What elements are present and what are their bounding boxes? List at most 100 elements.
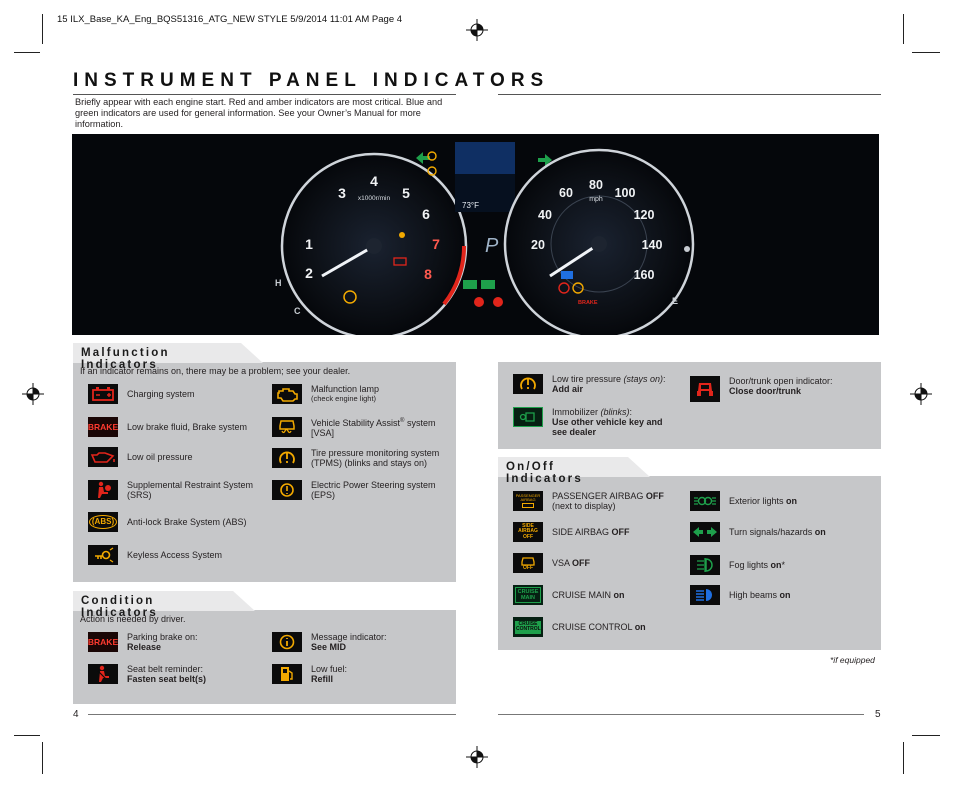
indicator-note: [VSA] <box>311 428 335 438</box>
abs-icon-text: (ABS) <box>88 515 118 529</box>
outside-temp: 73°F <box>462 201 479 210</box>
speed-numbers: 20 40 60 80 100 120 140 160 <box>531 178 662 282</box>
exterior-lights-icon <box>690 491 720 511</box>
tach-number: 3 <box>338 185 346 201</box>
indicator-label: Low tire pressure <box>552 374 624 384</box>
speed-number: 20 <box>531 238 545 252</box>
indicator-label-tail: : <box>663 374 666 384</box>
brake-icon-text: BRAKE <box>88 422 118 432</box>
page-title: INSTRUMENT PANEL INDICATORS <box>73 70 550 91</box>
indicator-check-engine: Malfunction lamp (check engine light) <box>272 384 379 404</box>
srs-airbag-icon <box>88 480 118 500</box>
indicator-action: Refill <box>311 674 334 684</box>
indicator-note: (TPMS) (blinks and stays on) <box>311 458 428 468</box>
speed-hub <box>591 236 607 252</box>
indicator-vsa: Vehicle Stability Assist® system [VSA] <box>272 416 435 438</box>
abs-glyph <box>572 282 584 294</box>
vsa-off-icon: OFF <box>513 553 543 573</box>
indicator-state: OFF <box>572 558 591 568</box>
instrument-cluster-drawing: 2 1 3 4 5 6 7 8 x1000r/min C H 73°F P <box>275 142 695 335</box>
keyless-glyph <box>399 232 405 238</box>
indicator-label: VSA <box>552 558 573 568</box>
intro-text: Briefly appear with each engine start. R… <box>75 97 443 129</box>
tpms-icon <box>272 448 302 468</box>
indicator-low-fuel: Low fuel: Refill <box>272 664 347 684</box>
instrument-cluster-image: 2 1 3 4 5 6 7 8 x1000r/min C H 73°F P <box>72 134 879 335</box>
right-turn-glyph <box>538 154 552 166</box>
indicator-fog-lights: Fog lights on* <box>690 555 785 575</box>
speed-number: 140 <box>642 238 663 252</box>
indicator-label: Electric Power Steering system <box>311 480 436 490</box>
brake-glyph <box>558 282 570 294</box>
turn-signal-icon <box>690 522 720 542</box>
speed-number: 60 <box>559 186 573 200</box>
icon-text: SIDE AIRBAG OFF <box>518 522 538 540</box>
speed-needle <box>549 242 600 278</box>
left-turn-glyph <box>416 152 430 164</box>
speed-number: 100 <box>615 186 636 200</box>
tach-number: 2 <box>305 265 313 281</box>
onoff-heading: On/Off Indicators <box>498 457 650 485</box>
fuel-glyph <box>684 246 690 252</box>
indicator-state: on <box>779 590 791 600</box>
seatbelt-icon <box>88 664 118 684</box>
indicator-oil-pressure: Low oil pressure <box>88 447 193 467</box>
battery-glyph <box>393 257 407 266</box>
high-beam-icon <box>690 585 720 605</box>
indicator-action: Use other vehicle key and see dealer <box>552 417 663 437</box>
malfunction-heading: Malfunction Indicators <box>73 343 263 371</box>
condition-heading: Condition Indicators <box>73 591 255 619</box>
keyless-access-icon <box>88 545 118 565</box>
indicator-tpms: Tire pressure monitoring system (TPMS) (… <box>272 448 439 468</box>
indicator-note: (check engine light) <box>311 394 377 403</box>
condition-subtitle: Action is needed by driver. <box>80 614 186 624</box>
indicator-label-em: (blinks) <box>600 407 630 417</box>
temp-hot-label: H <box>275 278 282 288</box>
indicator-action: Add air <box>552 384 584 394</box>
fog-lights-icon <box>690 555 720 575</box>
onoff-panel <box>498 476 881 650</box>
indicator-state: on <box>613 590 625 600</box>
indicator-label: Low oil pressure <box>127 452 193 462</box>
vsa-icon <box>272 417 302 437</box>
indicator-cruise-control: CRUISE CONTROL CRUISE CONTROL on <box>513 617 646 637</box>
info-icon <box>272 632 302 652</box>
title-rule-right <box>498 94 881 95</box>
indicator-state: on <box>786 496 798 506</box>
tach-number: 6 <box>422 206 430 222</box>
malfunction-subtitle: If an indicator remains on, there may be… <box>80 366 351 376</box>
indicator-label: High beams <box>729 590 780 600</box>
indicator-charging: Charging system <box>88 384 195 404</box>
eps-icon <box>272 480 302 500</box>
tach-unit-label: x1000r/min <box>358 195 391 202</box>
abs-icon: (ABS) <box>88 512 118 532</box>
cruise-glyph <box>463 280 477 289</box>
tach-number: 7 <box>432 236 440 252</box>
indicator-parking-brake: BRAKE Parking brake on: Release <box>88 632 198 652</box>
indicator-label-em: (stays on) <box>623 374 664 384</box>
indicator-label: Door/trunk open indicator: <box>729 376 833 386</box>
registered-mark: ® <box>400 418 405 424</box>
srs-glyph <box>474 297 484 307</box>
registration-mark-icon <box>466 746 488 768</box>
indicator-state: on <box>770 560 782 570</box>
tach-number: 8 <box>424 266 432 282</box>
speed-number: 120 <box>634 208 655 222</box>
indicator-label: Low brake fluid, Brake system <box>127 422 248 432</box>
indicator-label: Vehicle Stability Assist <box>311 418 401 428</box>
oil-can-icon <box>88 447 118 467</box>
crop-mark <box>912 52 940 53</box>
indicator-brake-system: BRAKE Low brake fluid, Brake system <box>88 417 247 437</box>
crop-mark <box>912 735 940 736</box>
footer-rule-left <box>88 714 456 715</box>
crop-mark <box>42 742 43 774</box>
brake-text-icon: BRAKE <box>88 417 118 437</box>
indicator-vsa-off: OFF VSA OFF <box>513 553 590 573</box>
icon-text: OFF <box>523 564 533 571</box>
brake-icon-text: BRAKE <box>88 637 118 647</box>
cruise-control-glyph <box>481 280 495 289</box>
indicator-label: Parking brake on: <box>127 632 198 642</box>
indicator-turn-signals: Turn signals/hazards on <box>690 522 826 542</box>
indicator-cruise-main: CRUISE MAIN CRUISE MAIN on <box>513 585 625 605</box>
indicator-label: Supplemental Restraint System (SRS) <box>127 480 254 500</box>
